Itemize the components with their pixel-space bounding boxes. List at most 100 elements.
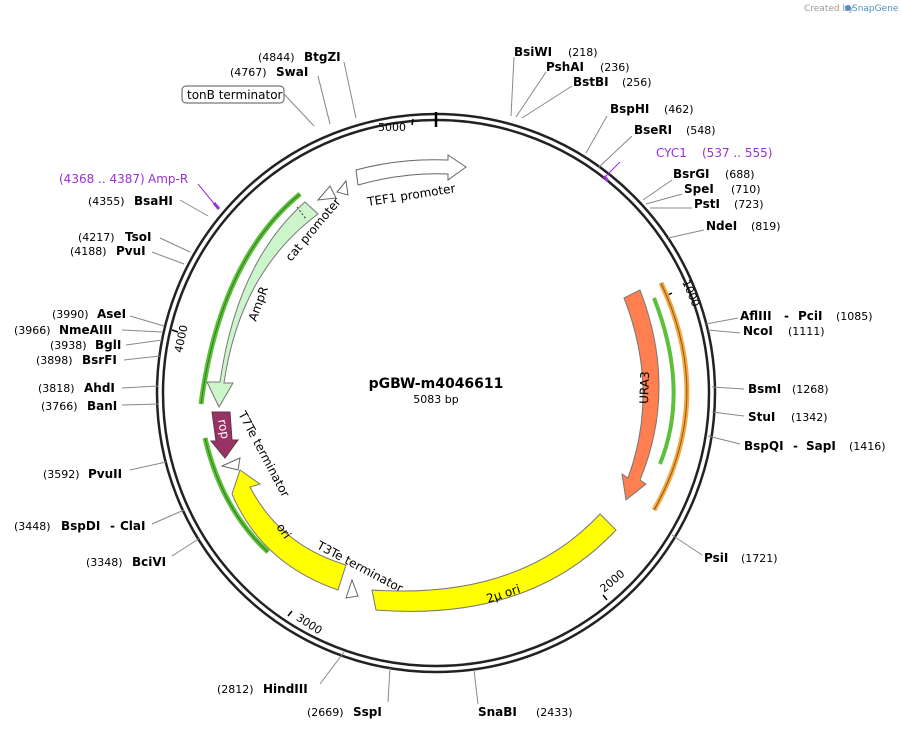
enzyme-name: NdeI (706, 219, 737, 233)
enzyme-pos: (256) (622, 76, 652, 89)
enzyme-name: SwaI (276, 65, 308, 79)
enzyme-pos: (1111) (788, 325, 825, 338)
enzyme-name: BsmI (748, 382, 781, 396)
enzyme-name: AflIII (740, 309, 772, 323)
enzyme-bgli: (3938) BglI (50, 338, 163, 352)
enzyme-name: PsiI (704, 551, 728, 565)
enzyme-pos: (1721) (741, 552, 778, 565)
enzyme-pos: (819) (751, 220, 781, 233)
svg-text:-: - (793, 439, 798, 453)
enzyme-pos: (3766) (41, 400, 78, 413)
enzyme-pos: (3966) (14, 324, 51, 337)
enzyme-pos: (462) (664, 103, 694, 116)
enzyme-pos: (1342) (791, 411, 828, 424)
enzyme-name: BstBI (573, 75, 609, 89)
tick-5000 (411, 118, 414, 126)
two-mu-ori-arrow (371, 513, 617, 612)
enzyme-name: PvuII (88, 467, 122, 481)
enzyme-btgzi: (4844) BtgZI (258, 50, 357, 119)
enzyme-name: SnaBI (478, 705, 517, 719)
enzyme-pos: (2433) (536, 706, 573, 719)
enzyme-bspdi-clai: (3448) BspDI - ClaI (14, 509, 185, 533)
enzyme-ahdi: (3818) AhdI (38, 381, 159, 395)
ura3-inner-green-arc (652, 297, 676, 465)
enzyme-name: StuI (748, 410, 775, 424)
enzyme-nmeaiii: (3966) NmeAIII (14, 323, 163, 337)
enzyme-name: BspHI (610, 102, 649, 116)
enzyme-name: BsrFI (82, 353, 117, 367)
enzyme-pvui: (4188) PvuI (70, 244, 185, 265)
enzyme-pos: (2812) (217, 683, 254, 696)
enzyme-aflIII-pcii: AflIII - PciI (1085) (705, 309, 873, 325)
enzyme-name-2: PciI (798, 309, 823, 323)
enzyme-pos: (723) (734, 198, 764, 211)
cat-promoter-arrow-b (316, 185, 337, 201)
enzyme-name: BglI (95, 338, 121, 352)
enzyme-name-2: ClaI (120, 519, 145, 533)
enzyme-name: SpeI (684, 182, 714, 196)
rop-label: rop (215, 418, 232, 440)
cyc1-mark (602, 175, 610, 182)
tick-label-1000: 1000 (679, 278, 702, 309)
ampr-dashed-mark (296, 206, 307, 220)
plasmid-name: pGBW-m4046611 (369, 376, 504, 392)
tick-label-4000: 4000 (172, 324, 191, 354)
enzyme-pos: (548) (686, 124, 716, 137)
enzyme-name: BspQI (744, 439, 784, 453)
enzyme-name: BtgZI (304, 50, 341, 64)
ampr-orf-arc-inner (200, 193, 301, 405)
enzyme-pos: (4844) (258, 51, 295, 64)
enzyme-pos: (3818) (38, 382, 75, 395)
enzyme-name: BsaHI (134, 194, 173, 208)
enzyme-name: AhdI (84, 381, 115, 395)
enzyme-snabi: SnaBI (2433) (473, 669, 573, 719)
enzyme-sspi: (2669) SspI (307, 667, 391, 719)
enzyme-bcivi: (3348) BciVI (86, 537, 201, 569)
enzyme-pos: (1416) (849, 440, 886, 453)
plasmid-length: 5083 bp (413, 393, 458, 406)
enzyme-ncoi: NcoI (1111) (707, 324, 825, 338)
enzyme-pos: (710) (731, 183, 761, 196)
tonb-terminator-label: tonB terminator (187, 88, 283, 102)
t3te-arrow (345, 578, 359, 599)
enzyme-name: BanI (87, 399, 117, 413)
enzyme-name: AseI (97, 307, 126, 321)
enzyme-name: TsoI (125, 230, 151, 244)
cyc1-leader (605, 161, 621, 177)
enzyme-bsmi: BsmI (1268) (711, 382, 829, 396)
ampr-arrow (206, 201, 319, 409)
enzyme-ndei: NdeI (819) (667, 219, 781, 239)
ori-orf-arc-inner (204, 437, 269, 553)
enzyme-pos: (3448) (14, 520, 51, 533)
enzyme-bsiwi: BsiWI (218) (510, 45, 598, 117)
enzyme-pos: (2669) (307, 706, 344, 719)
enzyme-bseri: BseRI (548) (597, 123, 716, 169)
ampr-site-range: (4368 .. 4387) (59, 172, 145, 186)
enzyme-name: NmeAIII (59, 323, 112, 337)
enzyme-asei: (3990) AseI (52, 307, 165, 327)
enzyme-pos: (3990) (52, 308, 89, 321)
enzyme-pos: (218) (568, 46, 598, 59)
cyc1-range: (537 .. 555) (702, 146, 772, 160)
enzyme-name: BspDI (61, 519, 100, 533)
enzyme-bsahi: (4355) BsaHI (88, 194, 209, 217)
enzyme-pvuii: (3592) PvuII (43, 461, 167, 481)
enzyme-pos: (3592) (43, 468, 80, 481)
enzyme-name: BsrGI (673, 167, 710, 181)
enzyme-bsrgi: BsrGI (688) (642, 167, 755, 201)
tick-2000 (602, 594, 608, 601)
enzyme-spei: SpeI (710) (645, 182, 761, 205)
ura3-arrow (621, 289, 660, 501)
svg-text:-: - (110, 519, 115, 533)
credit-prefix: Created by (804, 4, 854, 14)
ura3-orf-arc-inner (653, 282, 688, 511)
cat-promoter-arrow-a (336, 179, 349, 196)
enzyme-name: BciVI (132, 555, 166, 569)
enzyme-pos: (4767) (230, 66, 267, 79)
enzyme-bsphi: BspHI (462) (585, 102, 694, 154)
ura3-label: URA3 (637, 371, 652, 404)
enzyme-pos: (3938) (50, 339, 87, 352)
tef1-promoter-label: TEF1 promoter (365, 181, 456, 209)
enzyme-name: NcoI (743, 324, 773, 338)
